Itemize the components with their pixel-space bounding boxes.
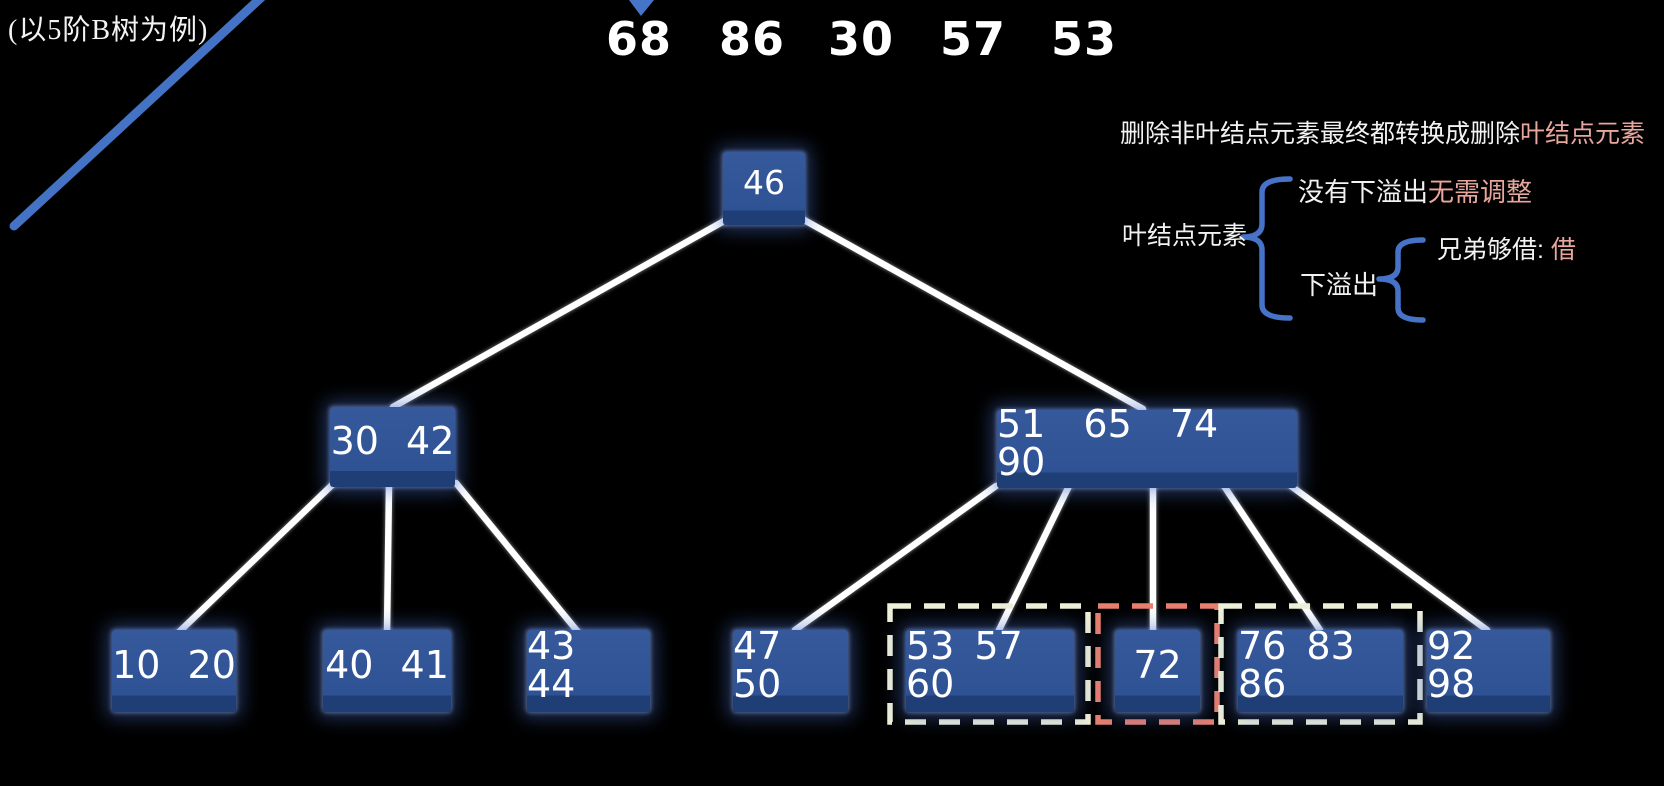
- brace-leaf-cases-icon: [1240, 176, 1293, 321]
- pending-key: 86: [718, 12, 786, 66]
- pending-key: 30: [827, 12, 895, 66]
- pending-key: 68: [605, 12, 673, 66]
- tree-edge-root-right: [793, 212, 1147, 413]
- tree-edge-left-1: [174, 481, 336, 637]
- btree-leaf-43-44: 43 44: [527, 627, 650, 712]
- btree-leaf-92-98: 92 98: [1427, 627, 1550, 712]
- pending-key: 53: [1050, 12, 1118, 66]
- pending-key: 57: [939, 12, 1007, 66]
- btree-leaf-47-50: 47 50: [733, 627, 848, 712]
- brace-underflow-cases-icon: [1376, 237, 1426, 323]
- btree-node-internal-left: 30 42: [330, 407, 455, 487]
- note-underflow-label: 下溢出: [1300, 270, 1379, 300]
- note-borrow-pink: 借: [1550, 236, 1576, 264]
- btree-leaf-10-20: 10 20: [112, 630, 236, 712]
- btree-node-root: 46: [723, 152, 805, 225]
- note-leaf-label: 叶结点元素: [1122, 222, 1248, 250]
- note-borrow-white: 兄弟够借:: [1437, 236, 1551, 264]
- btree-node-internal-right: 51 65 74 90: [997, 405, 1297, 488]
- note-headline-pink: 叶结点元素: [1520, 120, 1646, 148]
- note-headline: 删除非叶结点元素最终都转换成删除叶结点元素: [1120, 114, 1645, 150]
- btree-leaf-76-83-86: 76 83 86: [1238, 627, 1403, 712]
- pending-keys-row: 68 86 30 57 53: [0, 12, 1664, 68]
- tree-edge-right-5: [1287, 482, 1491, 634]
- tree-edge-left-2: [383, 481, 393, 637]
- note-borrow: 兄弟够借: 借: [1437, 230, 1576, 266]
- tree-edge-right-1: [791, 482, 1000, 634]
- note-no-underflow-pink: 无需调整: [1428, 177, 1533, 207]
- btree-leaf-72: 72: [1115, 630, 1200, 712]
- tree-edge-right-2: [995, 482, 1073, 634]
- btree-leaf-40-41: 40 41: [323, 630, 451, 712]
- tree-edge-root-left: [389, 212, 737, 411]
- note-headline-white: 删除非叶结点元素最终都转换成删除: [1120, 120, 1521, 148]
- btree-leaf-53-57-60: 53 57 60: [906, 627, 1074, 712]
- tree-edge-right-4: [1220, 482, 1324, 634]
- slide-title: (以5阶B树为例): [8, 15, 209, 46]
- note-no-underflow: 没有下溢出无需调整: [1298, 172, 1532, 209]
- note-no-underflow-white: 没有下溢出: [1298, 177, 1429, 207]
- tree-edge-left-3: [452, 479, 582, 636]
